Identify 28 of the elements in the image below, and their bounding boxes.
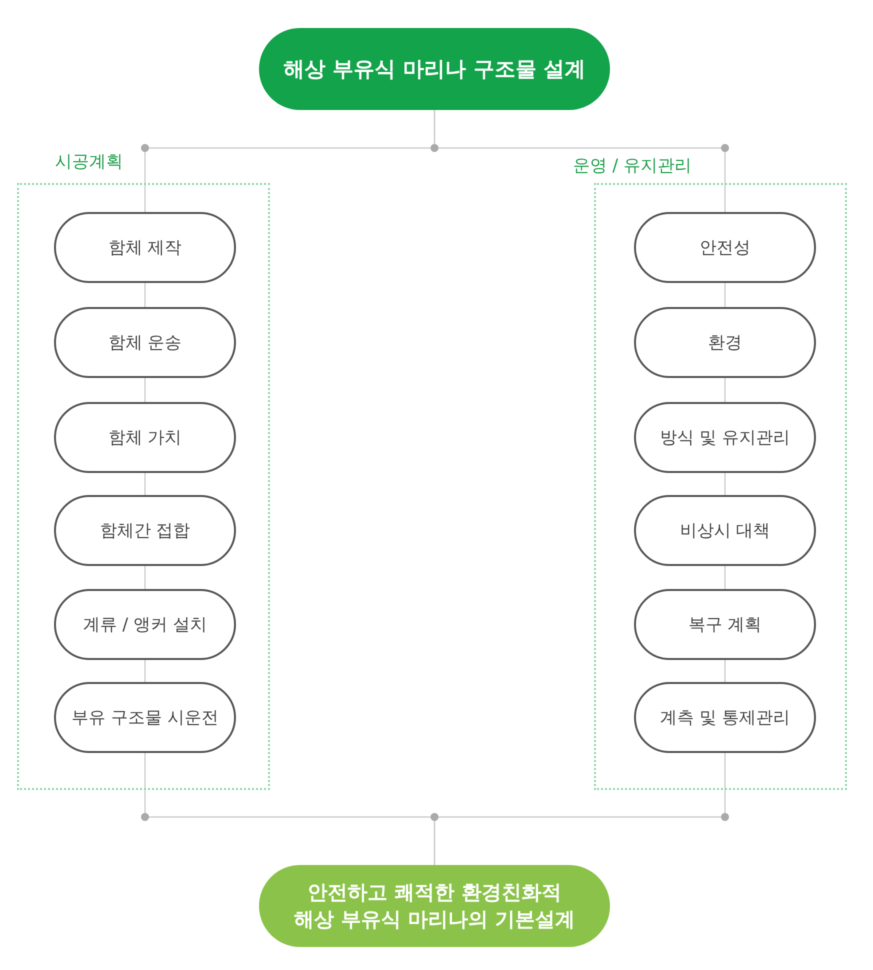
step-pill: 계류 / 앵커 설치 <box>54 589 236 660</box>
result-pill: 안전하고 쾌적한 환경친화적 해상 부유식 마리나의 기본설계 <box>259 865 610 947</box>
connector-line <box>144 566 146 589</box>
connector-line <box>724 283 726 307</box>
step-pill: 함체간 접합 <box>54 495 236 566</box>
connector-line <box>724 660 726 682</box>
step-pill: 환경 <box>634 307 816 378</box>
step-pill: 방식 및 유지관리 <box>634 402 816 473</box>
step-pill: 함체 제작 <box>54 212 236 283</box>
connector-line <box>144 473 146 495</box>
group-heading: 운영 / 유지관리 <box>573 156 692 176</box>
connector-line <box>434 753 726 865</box>
connector-line <box>434 110 726 212</box>
connector-line <box>724 378 726 402</box>
connector-line <box>724 473 726 495</box>
connector-line <box>144 660 146 682</box>
goal-pill: 해상 부유식 마리나 구조물 설계 <box>259 28 610 110</box>
step-pill: 함체 가치 <box>54 402 236 473</box>
step-pill: 부유 구조물 시운전 <box>54 682 236 753</box>
connector-line <box>144 283 146 307</box>
step-pill: 함체 운송 <box>54 307 236 378</box>
step-pill: 안전성 <box>634 212 816 283</box>
step-pill: 계측 및 통제관리 <box>634 682 816 753</box>
group-heading: 시공계획 <box>55 152 123 172</box>
connector-line <box>144 378 146 402</box>
step-pill: 복구 계획 <box>634 589 816 660</box>
step-pill: 비상시 대책 <box>634 495 816 566</box>
connector-line <box>724 566 726 589</box>
